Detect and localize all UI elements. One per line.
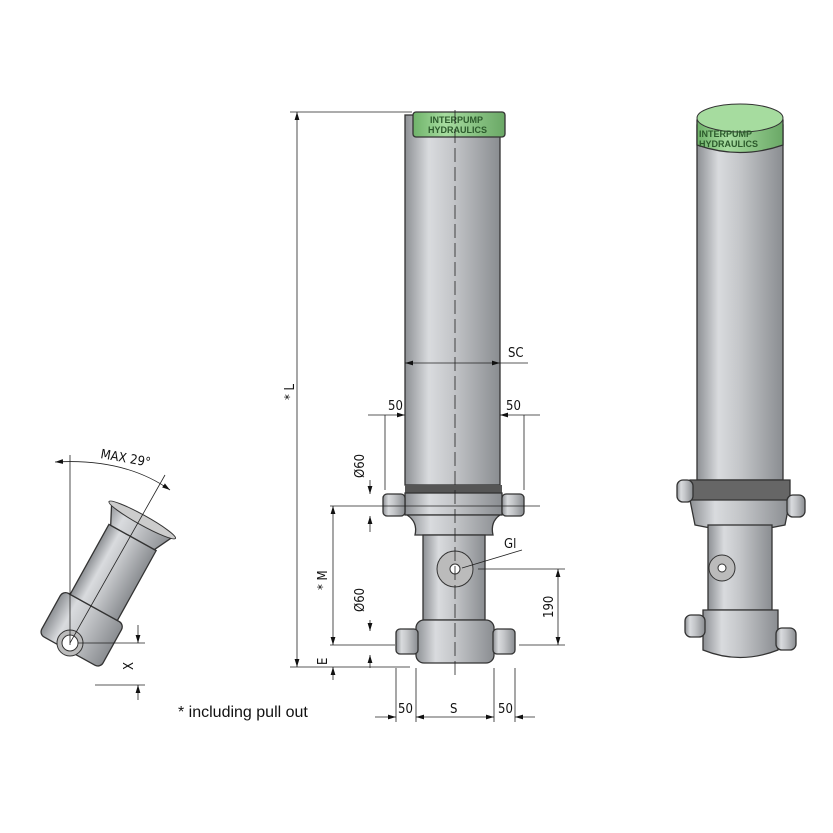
- dim-s: S: [450, 702, 457, 717]
- dim-upper-50-left: 50: [388, 399, 403, 414]
- dim-x: X: [122, 662, 137, 670]
- dim-190: 190: [542, 596, 557, 618]
- dim-sc: SC: [508, 346, 524, 361]
- dim-upper-50-right: 50: [506, 399, 521, 414]
- seal-ring: [405, 485, 502, 493]
- upper-pin-left: [382, 493, 406, 517]
- dim-m: * M: [316, 570, 331, 590]
- dim-port: Gl: [504, 537, 516, 552]
- tilted-side-view: MAX 29° X: [40, 447, 177, 700]
- lower-pin-left: [395, 628, 419, 655]
- front-view-cylinder: INTERPUMP HYDRAULICS: [382, 110, 525, 680]
- logo-3d-1: INTERPUMP: [699, 129, 752, 139]
- isometric-view: INTERPUMP HYDRAULICS: [676, 103, 806, 659]
- logo-3d-2: HYDRAULICS: [699, 139, 758, 149]
- footnote: * including pull out: [178, 704, 308, 721]
- logo-text-1: INTERPUMP: [430, 115, 483, 125]
- dim-e: E: [316, 658, 331, 665]
- lower-pin-right: [492, 628, 516, 655]
- dim-length: * L: [283, 383, 298, 400]
- green-cap: [412, 111, 506, 138]
- dim-lower-50-right: 50: [498, 702, 513, 717]
- dim-lower-50-left: 50: [398, 702, 413, 717]
- upper-pin-right: [501, 493, 525, 517]
- dim-lower-diameter: Ø60: [353, 588, 368, 612]
- logo-text-2: HYDRAULICS: [428, 125, 487, 135]
- dim-upper-diameter: Ø60: [353, 454, 368, 478]
- dim-max-angle: MAX 29°: [99, 447, 151, 471]
